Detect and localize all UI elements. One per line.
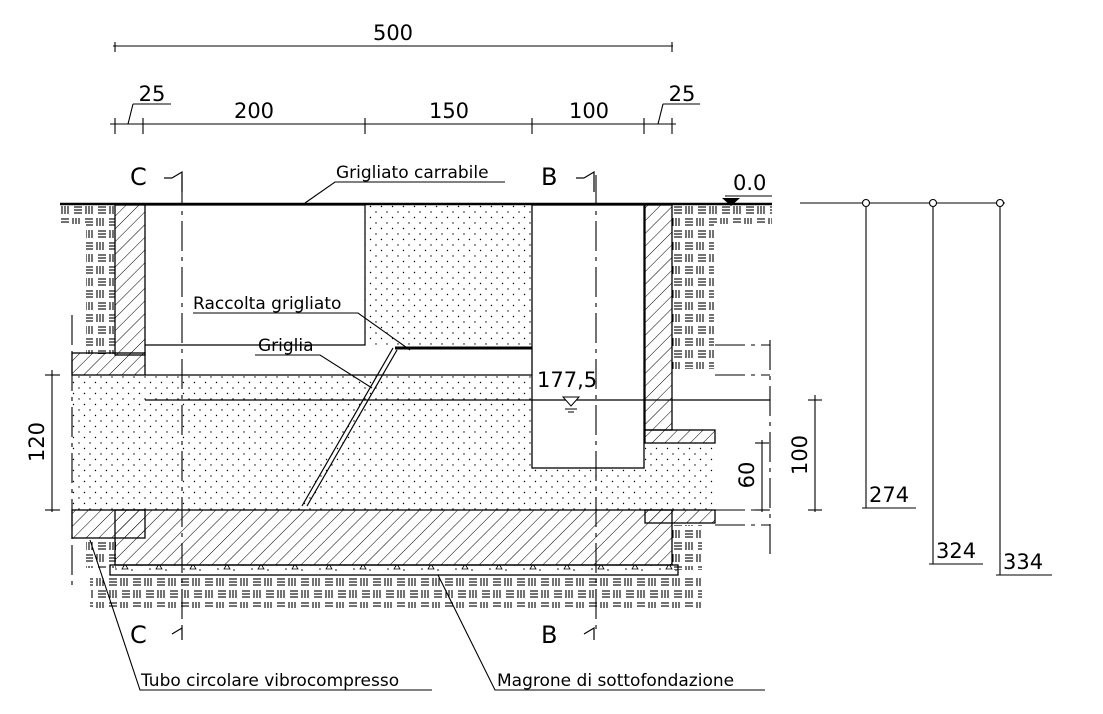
- dim-part-3: 100: [569, 99, 609, 123]
- dim-pipe-height-left: 120: [25, 422, 49, 462]
- level-water: 177,5: [537, 368, 597, 392]
- outlet-top-wall: [644, 429, 716, 444]
- label-screen: Griglia: [258, 336, 314, 356]
- level-ground: 0.0: [733, 171, 766, 195]
- concrete-structure: [71, 204, 716, 576]
- interior-lines: [60, 202, 772, 507]
- label-screenings-collection: Raccolta grigliato: [193, 294, 341, 314]
- section-arrows: [164, 170, 595, 640]
- leader-lines: [89, 181, 765, 691]
- section-mark-b-top: B: [541, 163, 557, 191]
- label-lean-concrete: Magrone di sottofondazione: [497, 671, 734, 691]
- water-fill: [72, 205, 715, 510]
- dim-part-1: 200: [234, 99, 274, 123]
- section-mark-c-bottom: C: [130, 621, 147, 649]
- ground-level-marker: [722, 195, 772, 206]
- left-pipe-top-wall: [71, 352, 146, 376]
- left-wall: [114, 204, 146, 356]
- level-depth-1: 274: [869, 483, 909, 507]
- section-mark-b-bottom: B: [541, 621, 557, 649]
- screen-bar: [301, 347, 394, 507]
- outlet-bottom-wall: [644, 509, 716, 524]
- label-grating: Grigliato carrabile: [336, 163, 489, 183]
- level-depth-2: 324: [936, 539, 976, 563]
- dim-total-width: 500: [373, 21, 413, 45]
- label-pipe: Tubo circolare vibrocompresso: [140, 671, 399, 691]
- right-wall: [644, 204, 673, 431]
- dim-lower-outlet: 60: [735, 462, 759, 489]
- lean-concrete: [109, 564, 679, 576]
- level-lines: [800, 198, 1052, 576]
- dim-outlet-height: 100: [788, 435, 812, 475]
- center-lines: [71, 175, 771, 630]
- bottom-slab: [114, 509, 673, 566]
- section-mark-c-top: C: [130, 163, 147, 191]
- baffle-wall: [531, 204, 645, 469]
- surrounding-soil: [60, 202, 772, 608]
- vertical-dimensions: [45, 370, 822, 512]
- dim-wall-right: 25: [669, 82, 696, 106]
- top-dimensions: [110, 42, 700, 134]
- dim-part-2: 150: [429, 99, 469, 123]
- level-depth-3: 334: [1003, 550, 1043, 574]
- water-level-marker: [561, 396, 581, 413]
- dim-wall-left: 25: [139, 82, 166, 106]
